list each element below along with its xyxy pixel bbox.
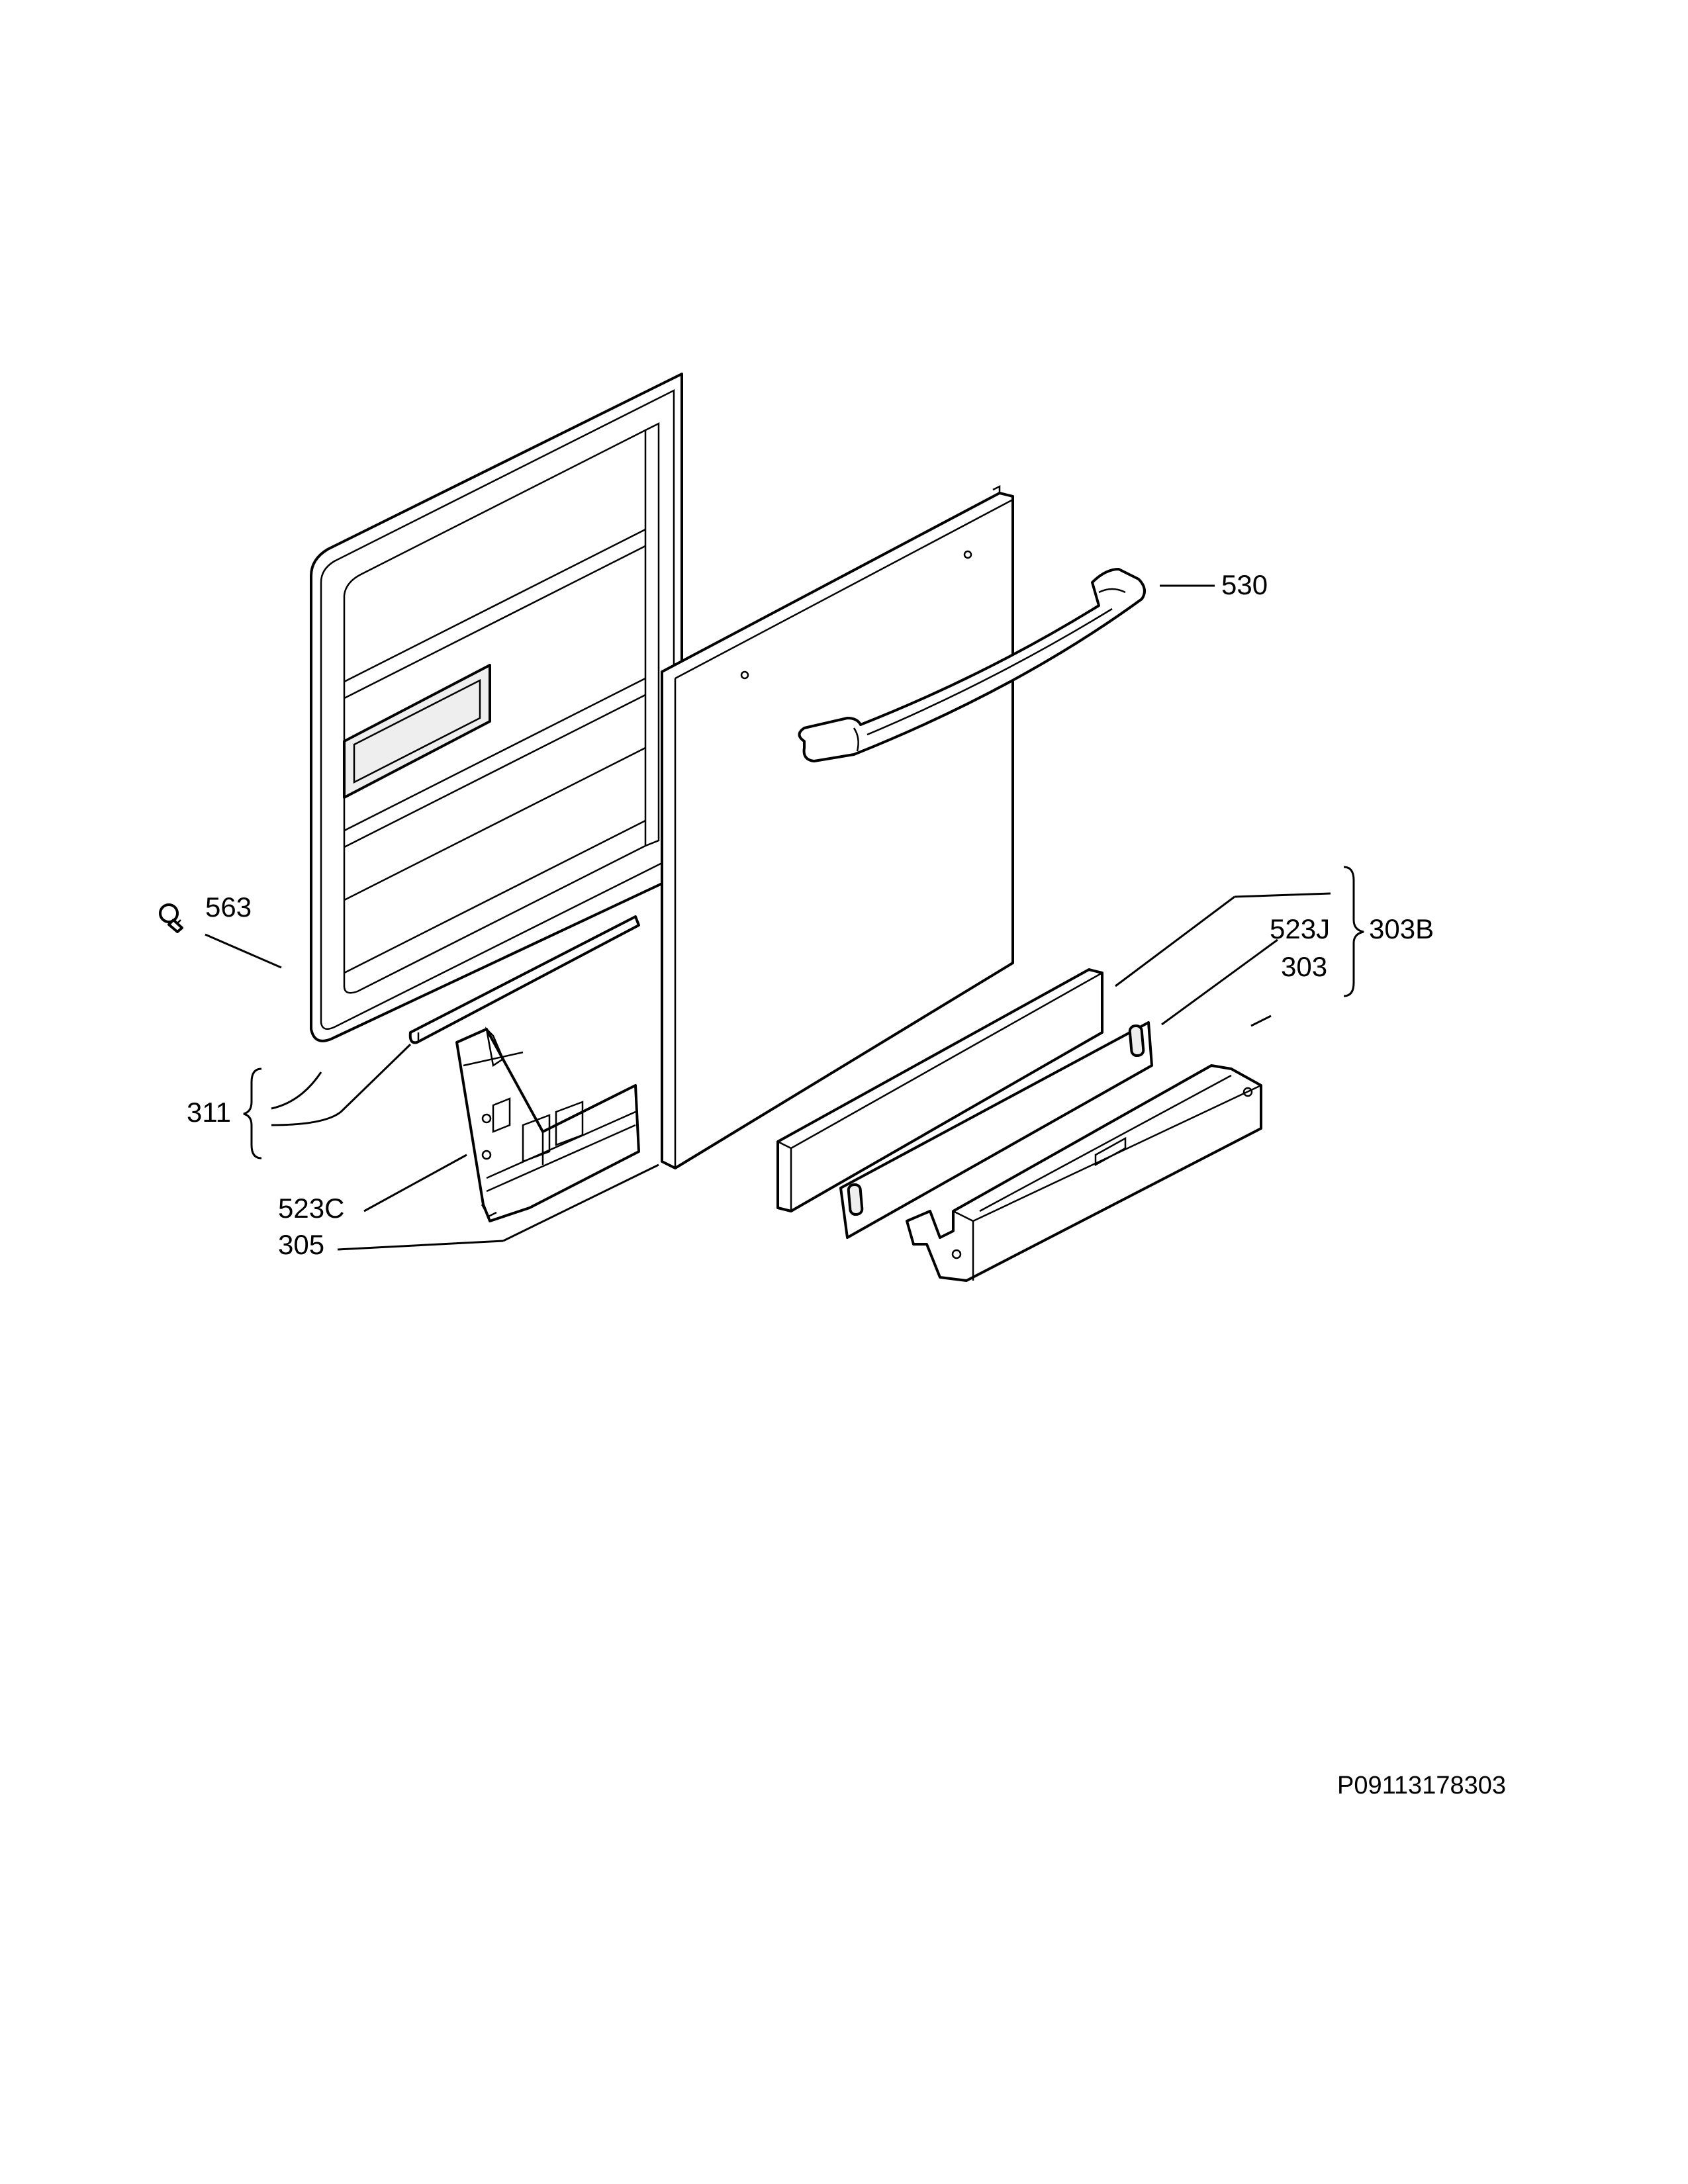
screw [159,903,183,933]
inner-door-frame [310,373,683,1042]
door-handle [798,568,1146,762]
label-305: 305 [278,1229,324,1260]
label-303b: 303B [1369,913,1434,944]
label-303: 303 [1281,951,1327,982]
panel-bracket [839,1021,1153,1239]
brace-303b [1343,866,1364,997]
plinth-panel [776,968,1103,1212]
outer-door-panel [661,484,1014,1169]
label-523j: 523J [1270,913,1330,944]
leader-lines [205,584,1331,1251]
kickplate [906,1064,1262,1282]
drawing-number: P09113178303 [1337,1772,1506,1799]
brace-311 [243,1068,262,1160]
label-311: 311 [187,1097,231,1128]
hinge-bracket [455,1026,640,1222]
seal-strip [408,915,640,1044]
label-523c: 523C [278,1193,344,1224]
label-563: 563 [205,891,252,923]
label-530: 530 [1221,569,1268,600]
